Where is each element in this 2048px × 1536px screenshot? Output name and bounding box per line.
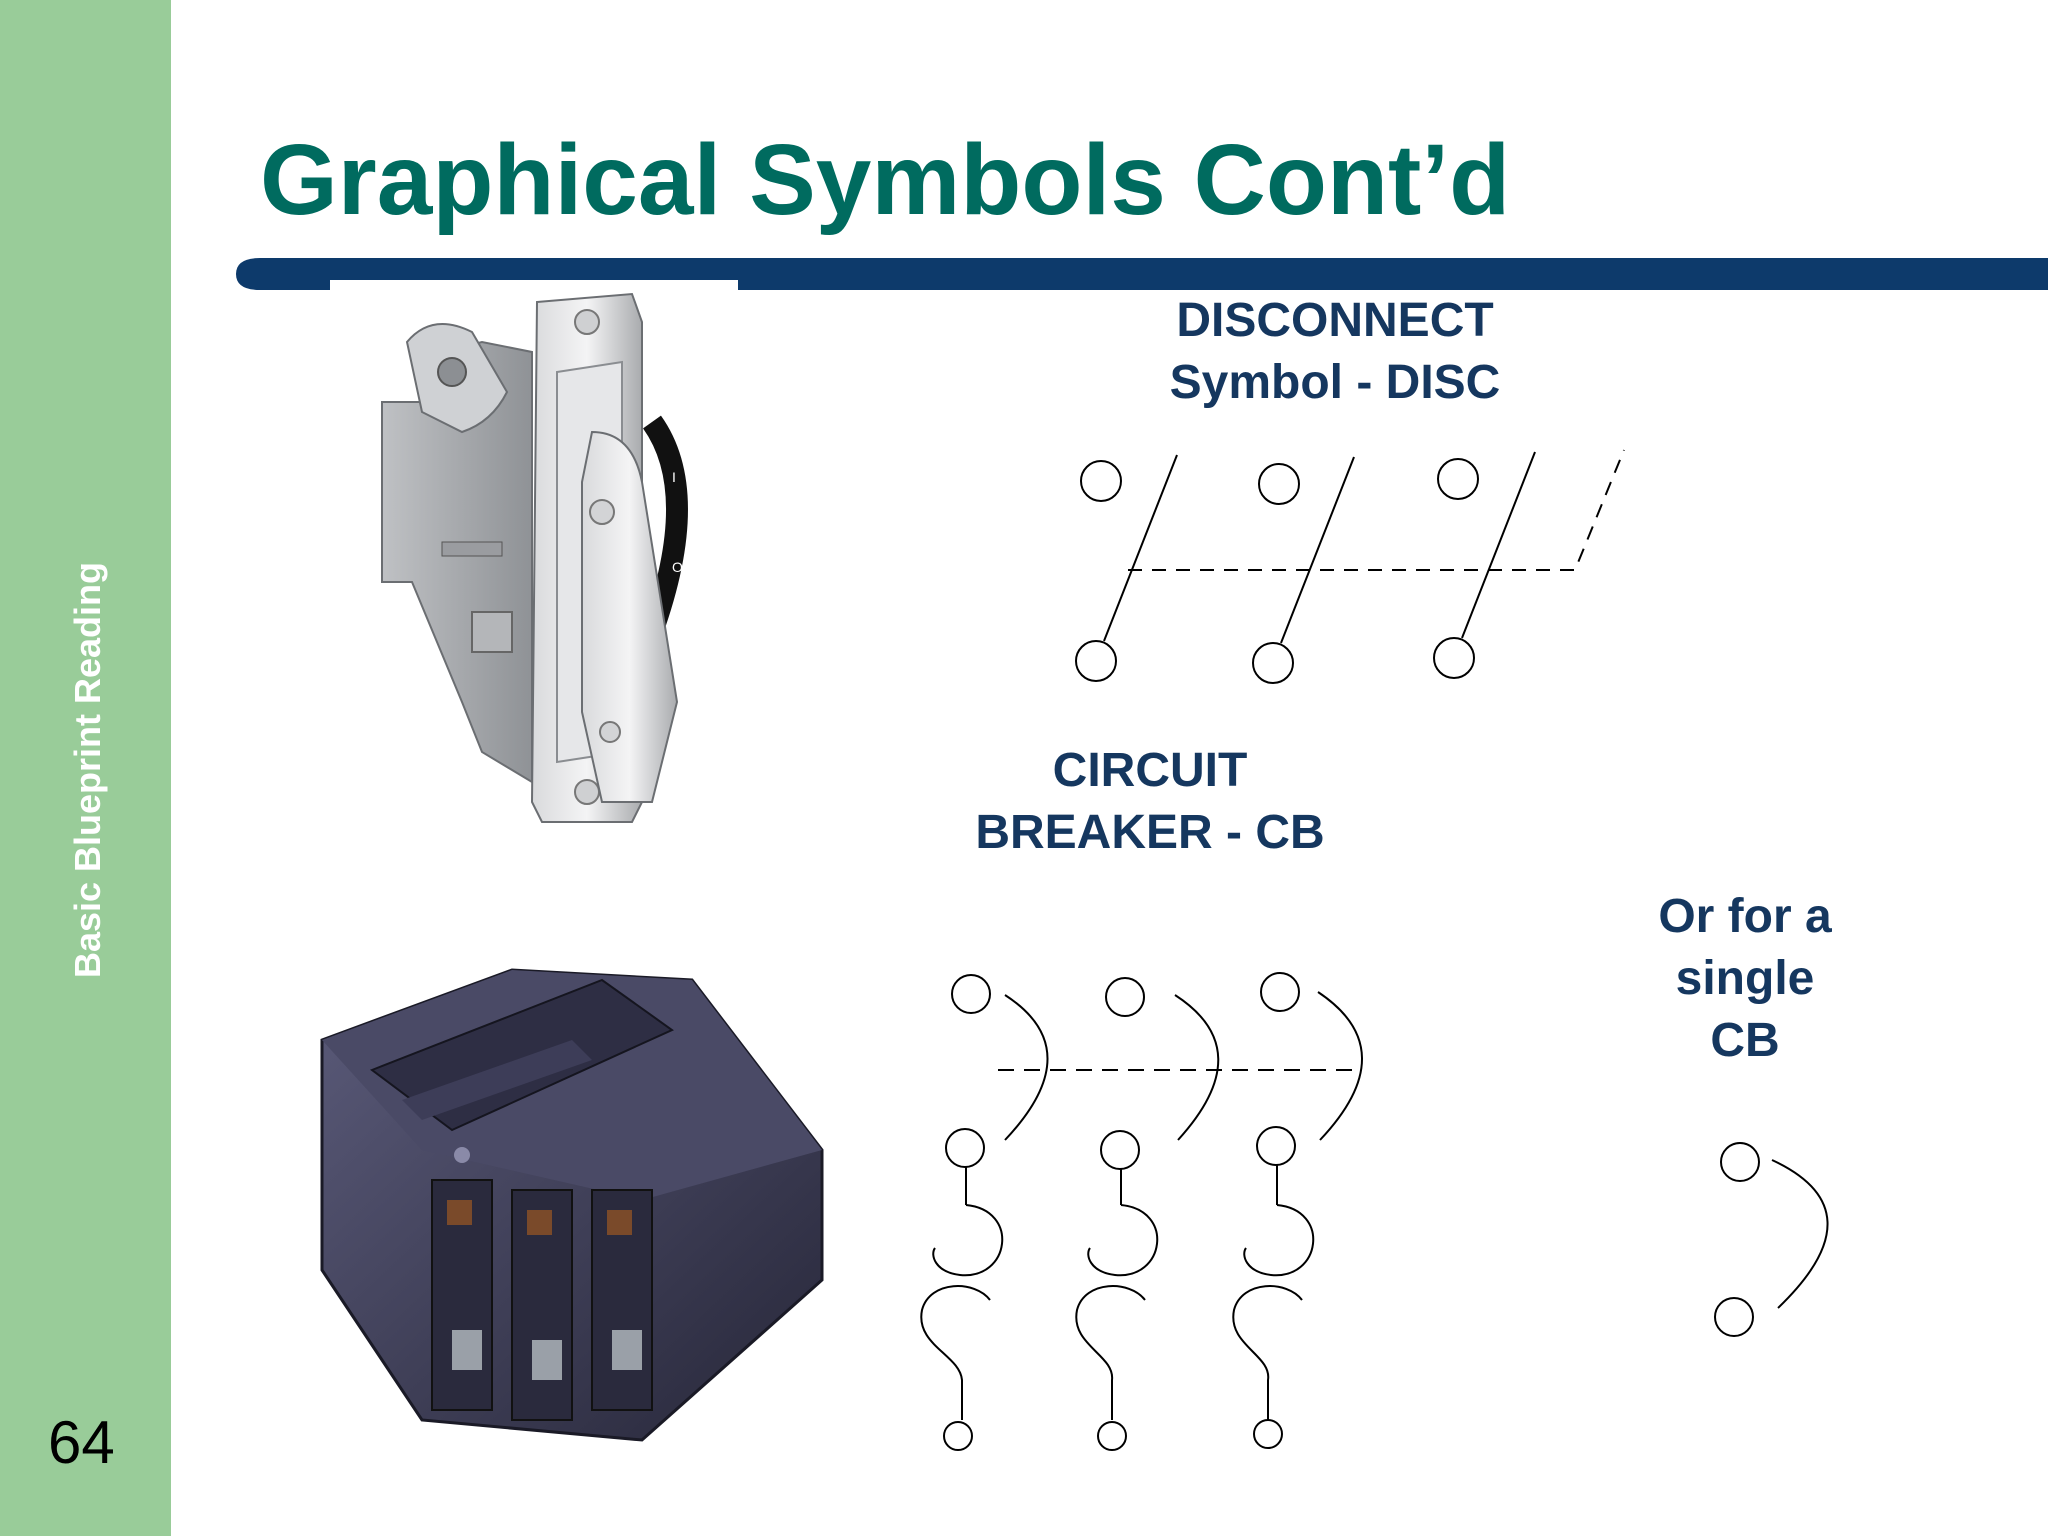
disconnect-label: DISCONNECT Symbol - DISC	[1100, 290, 1570, 414]
single-cb-label-line3: CB	[1710, 1014, 1780, 1067]
breaker-label-line1: CIRCUIT	[1052, 744, 1248, 797]
single-cb-label: Or for a single CB	[1610, 886, 1880, 1072]
svg-text:O: O	[672, 559, 683, 575]
sidebar: Basic Blueprint Reading 64	[0, 0, 171, 1536]
disconnect-switch-photo: I O	[381, 292, 688, 823]
breaker-label: CIRCUIT BREAKER - CB	[930, 740, 1370, 864]
disconnect-label-line2: Symbol - DISC	[1169, 356, 1501, 409]
breaker-label-line2: BREAKER - CB	[975, 806, 1325, 859]
disconnect-label-line1: DISCONNECT	[1176, 294, 1494, 347]
svg-text:I: I	[672, 469, 676, 485]
single-cb-label-line1: Or for a	[1658, 890, 1832, 943]
page-number: 64	[48, 1409, 115, 1476]
title-rule	[236, 258, 2048, 290]
page-title: Graphical Symbols Cont’d	[260, 124, 1511, 236]
three-pole-circuit-breaker-photo	[320, 968, 824, 1442]
single-cb-label-line2: single	[1675, 952, 1815, 1005]
